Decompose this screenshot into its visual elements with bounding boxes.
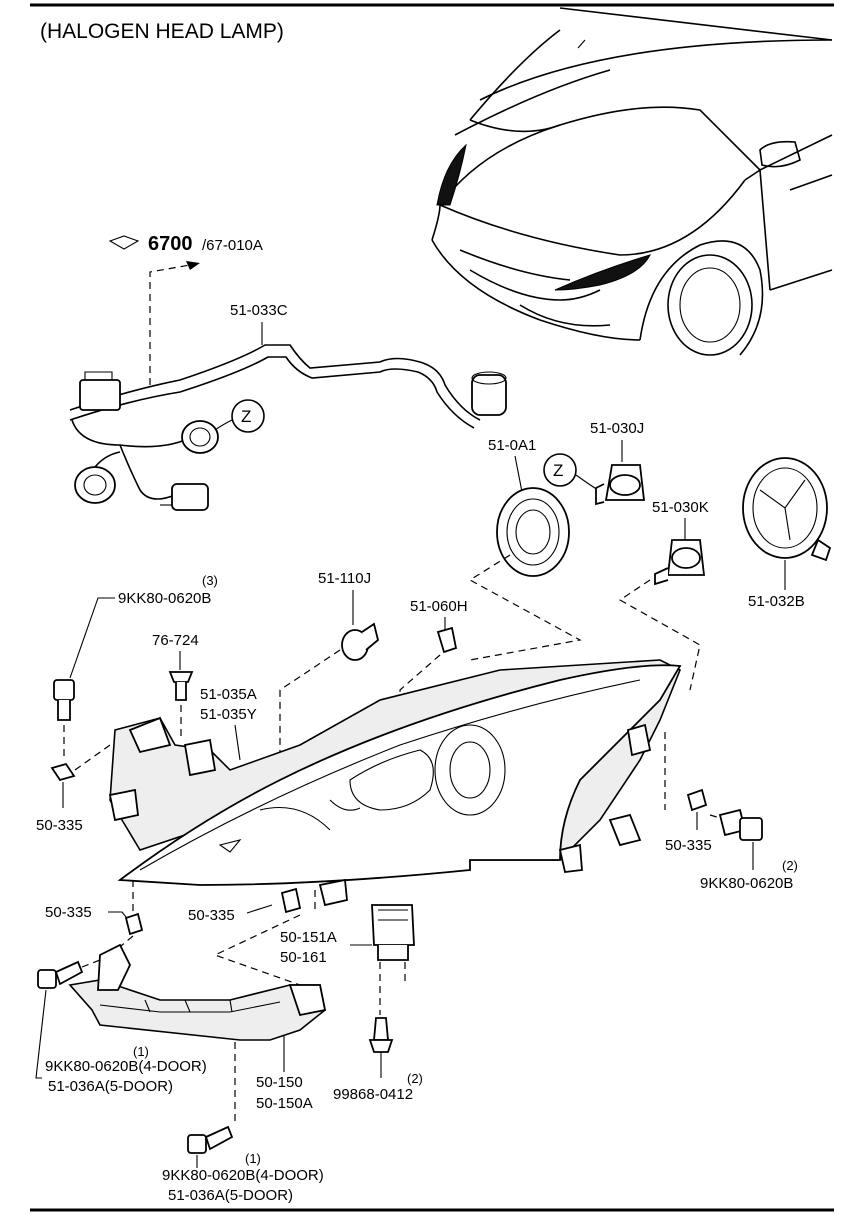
label-bolt-right: 9KK80-0620B [700,875,793,892]
car-illustration [431,7,833,356]
label-bracket-b: 50-161 [280,949,327,966]
label-nut-low-left: 50-335 [45,904,92,921]
label-nut-left: 50-335 [36,817,83,834]
label-cap: 51-032B [748,593,805,610]
clip: 76-724 [152,632,199,740]
label-lower-bracket-b: 50-150A [256,1095,313,1112]
bolt-bottom: (1) 9KK80-0620B(4-DOOR) 51-036A(5-DOOR) [162,1042,324,1204]
bolt-right: 50-335 (2) 9KK80-0620B [664,732,798,892]
bolt-top-qty: (3) [202,573,218,588]
label-bulb-high: 51-030K [652,499,709,516]
label-bolt-bot-a: 9KK80-0620B(4-DOOR) [162,1167,324,1184]
label-bulb-low: 51-030J [590,420,644,437]
label-nut-right: 50-335 [665,837,712,854]
socket-turn [74,466,116,504]
label-bolt-mid-a: 9KK80-0620B(4-DOOR) [45,1058,207,1075]
label-bracket-a: 50-151A [280,929,337,946]
bulb-low: 51-030J [590,420,646,506]
label-lamp-y: 51-035Y [200,706,257,723]
wiring-harness: 51-033C [69,302,507,511]
bolt-top: (3) 9KK80-0620B [53,573,218,760]
nut-low-left: 50-335 [45,880,144,956]
bulb-high: 51-030K [652,499,709,586]
svg-text:Z: Z [241,407,251,426]
diagram-title: (HALOGEN HEAD LAMP) [40,20,284,43]
label-bulb-small: 51-060H [410,598,468,615]
bolt-bot-qty: (1) [245,1151,261,1166]
bolt-mid-qty: (1) [133,1044,149,1059]
bulb-small: 51-060H [399,598,468,760]
label-bulb-turn: 51-110J [318,570,371,587]
reference-sub: /67-010A [202,237,263,254]
socket-small [171,483,209,511]
harness-connector [79,379,121,411]
nut-left: 50-335 [36,744,111,834]
reference-arrow-icon [108,235,140,250]
right-headlamp-mark [554,254,651,291]
label-bolt-bot-b: 51-036A(5-DOOR) [168,1187,293,1204]
zone-marker-2: Z [543,453,599,491]
socket-high [471,374,507,416]
lower-bracket: 50-150 50-150A [68,943,327,1112]
reference-main: 6700 [148,233,193,255]
bolt-right-qty: (2) [782,858,798,873]
label-clip: 76-724 [152,632,199,649]
label-socket-cover: 51-0A1 [488,437,536,454]
label-lamp-a: 51-035A [200,686,257,703]
label-harness: 51-033C [230,302,288,319]
screw-qty: (2) [407,1071,423,1086]
screw: (2) 99868-0412 [333,1017,423,1103]
reference-callout: 6700 /67-010A [108,233,263,385]
headlamp-assembly: 51-035A 51-035Y [108,659,682,907]
label-screw: 99868-0412 [333,1086,413,1103]
socket-low [181,420,219,454]
label-lower-bracket-a: 50-150 [256,1074,303,1091]
left-headlamp-mark [436,143,467,206]
headlamp-cap: 51-032B [742,457,832,610]
side-mirror [759,140,801,168]
label-nut-low-mid: 50-335 [188,907,235,924]
label-bolt-mid-b: 51-036A(5-DOOR) [48,1078,173,1095]
socket-cover: 51-0A1 [488,437,570,577]
svg-text:Z: Z [553,461,563,480]
nut-low-mid: 50-335 [188,887,316,986]
label-bolt-top: 9KK80-0620B [118,590,211,607]
bolt-mid: (1) 9KK80-0620B(4-DOOR) 51-036A(5-DOOR) [35,959,207,1095]
zone-marker-1: Z [214,399,265,433]
bracket-small: 50-151A 50-161 [280,904,415,1015]
